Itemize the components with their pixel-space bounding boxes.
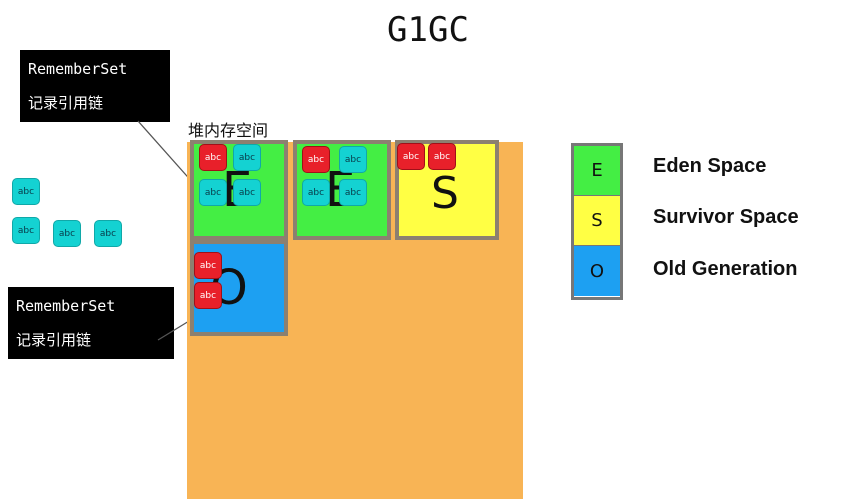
object: abc: [302, 179, 330, 206]
object: abc: [339, 146, 367, 173]
remember-set-desc: 记录引用链: [16, 331, 92, 349]
connector-line-top: [137, 120, 195, 185]
legend-label-eden: Eden Space: [653, 155, 767, 177]
object-referenced: abc: [397, 143, 425, 170]
survivor-letter: S: [431, 168, 459, 219]
remember-set-callout-bottom: RememberSet 记录引用链: [8, 287, 174, 359]
legend-eden-letter: E: [591, 160, 603, 181]
legend-old-letter: O: [589, 260, 605, 282]
object-referenced: abc: [302, 146, 330, 173]
remember-set-callout-top: RememberSet 记录引用链: [20, 50, 170, 122]
legend-box: E S O: [571, 143, 623, 300]
object: abc: [233, 179, 261, 206]
object-referenced: abc: [194, 252, 222, 279]
diagram-title: G1GC: [387, 10, 469, 50]
legend-label-survivor: Survivor Space: [653, 206, 799, 228]
object: abc: [94, 220, 122, 247]
object: abc: [12, 178, 40, 205]
legend-swatch-eden: E: [574, 146, 620, 196]
legend-swatch-old: O: [574, 246, 620, 296]
object: abc: [12, 217, 40, 244]
object: abc: [233, 144, 261, 171]
object: abc: [199, 179, 227, 206]
remember-set-desc: 记录引用链: [28, 94, 104, 112]
object-referenced: abc: [194, 282, 222, 309]
remember-set-label: RememberSet: [16, 297, 116, 315]
legend-survivor-letter: S: [591, 210, 603, 231]
object: abc: [53, 220, 81, 247]
survivor-region: S: [395, 140, 499, 240]
object-referenced: abc: [199, 144, 227, 171]
legend-label-old: Old Generation: [653, 258, 798, 280]
object: abc: [339, 179, 367, 206]
remember-set-label: RememberSet: [28, 60, 128, 78]
legend-swatch-survivor: S: [574, 196, 620, 246]
object-referenced: abc: [428, 143, 456, 170]
heap-label: 堆内存空间: [188, 121, 269, 140]
